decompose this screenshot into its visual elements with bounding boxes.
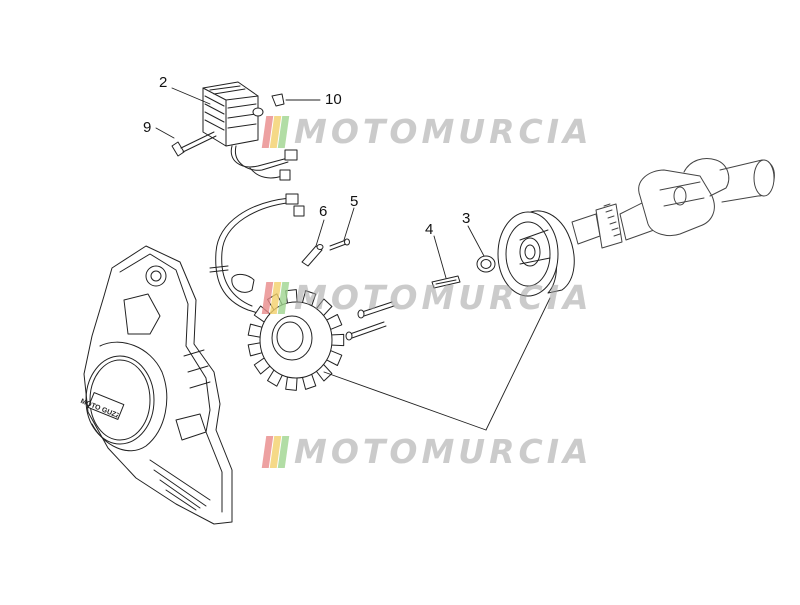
callout-10: 10 bbox=[325, 91, 342, 108]
callout-6: 6 bbox=[319, 203, 328, 220]
watermark-bottom: MOTOMURCIA bbox=[261, 432, 589, 472]
washer-3-part bbox=[476, 255, 496, 273]
watermark-flag-icon bbox=[261, 116, 292, 148]
watermark-flag-icon bbox=[261, 436, 292, 468]
voltage-regulator-part bbox=[202, 81, 298, 181]
callout-2: 2 bbox=[159, 74, 168, 91]
engine-cover-part bbox=[83, 245, 233, 525]
watermark-middle: MOTOMURCIA bbox=[261, 278, 589, 318]
key-4-part bbox=[431, 275, 461, 289]
stator-bolts-part bbox=[345, 301, 395, 341]
clamp-6-part bbox=[301, 244, 324, 267]
callout-5: 5 bbox=[350, 193, 359, 210]
callout-3: 3 bbox=[462, 210, 471, 227]
watermark-flag-icon bbox=[261, 282, 292, 314]
watermark-text: MOTOMURCIA bbox=[294, 432, 593, 471]
flywheel-part bbox=[497, 210, 575, 297]
watermark-text: MOTOMURCIA bbox=[294, 112, 593, 151]
watermark-text: MOTOMURCIA bbox=[294, 278, 593, 317]
leader-lines bbox=[155, 87, 551, 431]
screw-5-part bbox=[329, 238, 350, 251]
watermark-top: MOTOMURCIA bbox=[261, 112, 589, 152]
callout-4: 4 bbox=[425, 221, 434, 238]
stator-wiring-part bbox=[209, 193, 305, 331]
callout-9: 9 bbox=[143, 119, 152, 136]
screw-9-part bbox=[171, 131, 217, 157]
crankshaft-part bbox=[571, 158, 775, 249]
nut-10-part bbox=[252, 93, 285, 117]
